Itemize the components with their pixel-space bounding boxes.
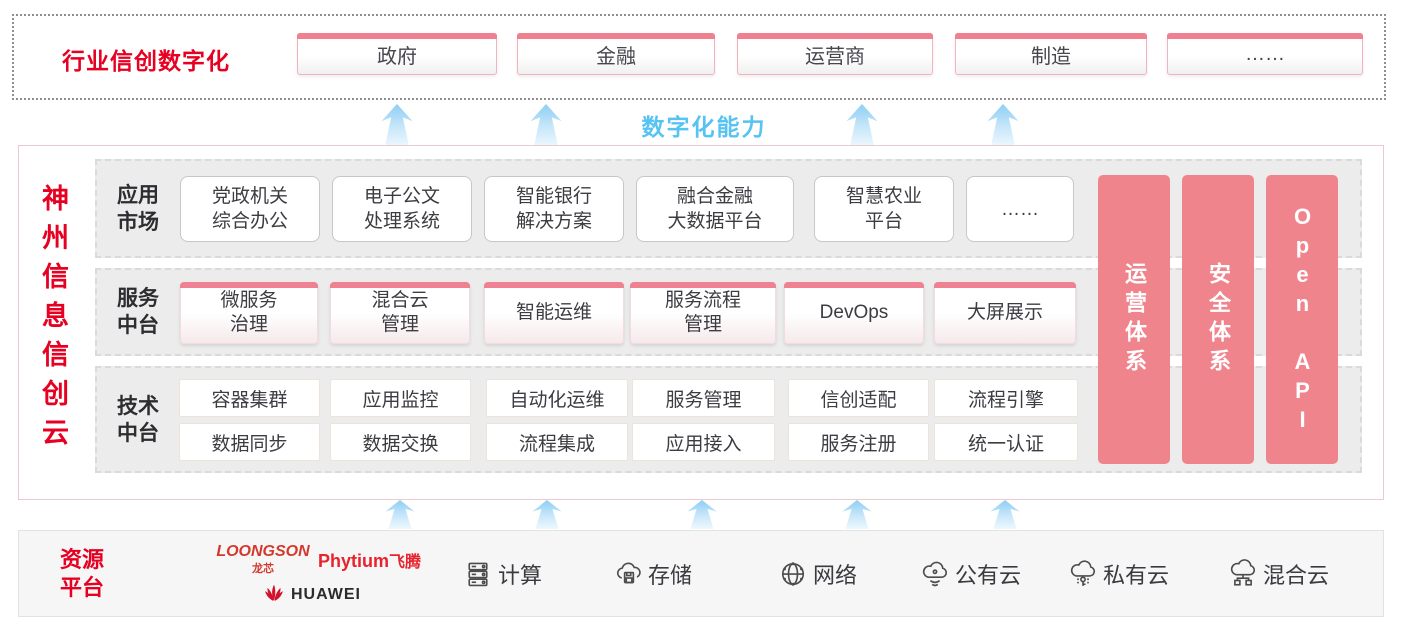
- sector-box-telecom-operator: 运营商: [737, 33, 933, 75]
- pillar-operations-system: 运营体系: [1098, 175, 1170, 464]
- public-cloud-icon: [920, 559, 950, 589]
- sector-box-finance: 金融: [517, 33, 715, 75]
- up-arrow-icon: [530, 104, 562, 147]
- tech-box-app-access: 应用接入: [632, 423, 775, 461]
- storage-icon: [613, 559, 643, 589]
- phytium-logo-text: Phytium: [318, 551, 390, 571]
- platform-title: 神州信息信创云: [38, 183, 68, 457]
- sector-box-manufacturing: 制造: [955, 33, 1147, 75]
- up-arrow-icon: [842, 500, 872, 529]
- service-box-microservice-governance: 微服务 治理: [180, 282, 318, 344]
- tech-box-data-exchange: 数据交换: [330, 423, 471, 461]
- resource-platform-panel: [18, 530, 1384, 617]
- pillar-security-system: 安全体系: [1182, 175, 1254, 464]
- compute-icon: [463, 559, 493, 589]
- huawei-logo: HUAWEI: [262, 580, 361, 609]
- resource-item-storage: 存储: [613, 530, 692, 617]
- digital-capability-label: 数字化能力: [641, 114, 767, 140]
- tech-box-container-cluster: 容器集群: [179, 379, 320, 417]
- tech-box-service-registry: 服务注册: [788, 423, 929, 461]
- service-box-service-process-mgmt: 服务流程 管理: [630, 282, 776, 344]
- up-arrow-icon: [987, 104, 1019, 147]
- tech-box-service-mgmt: 服务管理: [632, 379, 775, 417]
- service-box-intelligent-ops: 智能运维: [484, 282, 624, 344]
- app-market-row-label: 应用 市场: [117, 183, 159, 234]
- tech-box-xinchuang-adaptation: 信创适配: [788, 379, 929, 417]
- app-box-finance-bigdata: 融合金融 大数据平台: [636, 176, 794, 242]
- banner-title: 行业信创数字化: [62, 48, 230, 74]
- resource-item-label: 存储: [648, 562, 693, 588]
- tech-box-unified-auth: 统一认证: [934, 423, 1078, 461]
- tech-box-process-integration: 流程集成: [486, 423, 628, 461]
- phytium-logo-cn-text: 飞腾: [389, 554, 422, 571]
- tech-box-process-engine: 流程引擎: [934, 379, 1078, 417]
- resource-item-label: 私有云: [1103, 562, 1170, 588]
- hybrid-cloud-icon: [1228, 558, 1258, 589]
- app-box-gov-office: 党政机关 综合办公: [180, 176, 320, 242]
- app-box-edoc-system: 电子公文 处理系统: [332, 176, 472, 242]
- network-icon: [778, 559, 808, 589]
- up-arrow-icon: [532, 500, 562, 529]
- huawei-logo-text: HUAWEI: [291, 585, 361, 603]
- resource-item-private-cloud: 私有云: [1068, 530, 1169, 617]
- pillar-open-api: Open API: [1266, 175, 1338, 464]
- app-box-smart-banking: 智能银行 解决方案: [484, 176, 624, 242]
- service-box-devops: DevOps: [784, 282, 924, 344]
- industry-digitalization-banner: 行业信创数字化: [12, 14, 1386, 100]
- tech-platform-row-label: 技术 中台: [117, 394, 159, 445]
- huawei-flower-icon: [262, 580, 286, 609]
- private-cloud-icon: [1068, 559, 1098, 589]
- up-arrow-icon: [846, 104, 878, 147]
- resource-item-compute: 计算: [463, 530, 542, 617]
- app-box-more: ……: [966, 176, 1074, 242]
- resource-item-label: 混合云: [1263, 562, 1330, 588]
- resource-item-public-cloud: 公有云: [920, 530, 1021, 617]
- loongson-logo: LOONGSON 龙芯: [213, 543, 313, 576]
- tech-box-automated-ops: 自动化运维: [486, 379, 628, 417]
- loongson-logo-cn-text: 龙芯: [252, 563, 274, 575]
- tech-box-data-sync: 数据同步: [179, 423, 320, 461]
- sector-box-more: ……: [1167, 33, 1363, 75]
- service-platform-row-label: 服务 中台: [117, 287, 159, 337]
- resource-item-label: 网络: [813, 562, 858, 588]
- phytium-logo: Phytium飞腾: [318, 548, 421, 572]
- resource-item-hybrid-cloud: 混合云: [1228, 530, 1329, 617]
- up-arrow-icon: [687, 500, 717, 529]
- resource-item-label: 公有云: [955, 562, 1022, 588]
- service-box-hybrid-cloud-mgmt: 混合云 管理: [330, 282, 470, 344]
- tech-box-app-monitoring: 应用监控: [330, 379, 471, 417]
- resource-platform-label: 资源 平台: [60, 546, 105, 600]
- loongson-logo-text: LOONGSON: [216, 543, 310, 560]
- resource-item-label: 计算: [498, 562, 543, 588]
- up-arrow-icon: [385, 500, 415, 529]
- up-arrow-icon: [381, 104, 413, 147]
- up-arrow-icon: [990, 500, 1020, 529]
- resource-item-network: 网络: [778, 530, 857, 617]
- service-box-dashboard-display: 大屏展示: [934, 282, 1076, 344]
- app-box-smart-agriculture: 智慧农业 平台: [814, 176, 954, 242]
- sector-box-government: 政府: [297, 33, 497, 75]
